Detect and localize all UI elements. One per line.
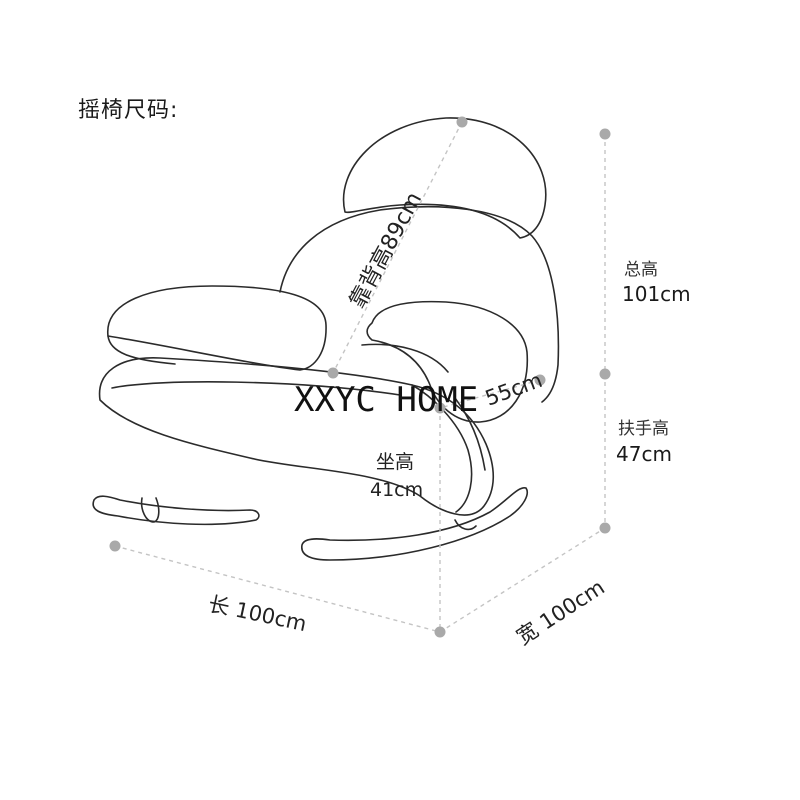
seat-front-outline bbox=[98, 357, 495, 516]
back-height-line bbox=[332, 121, 463, 374]
seat-height-value: 41cm bbox=[370, 479, 424, 501]
backrest-outline bbox=[279, 205, 560, 403]
right-armrest-inner bbox=[361, 343, 449, 373]
right-rocker-bracket bbox=[454, 519, 477, 531]
left-rocker-bracket bbox=[140, 497, 160, 523]
watermark: XXYC HOME bbox=[294, 380, 479, 420]
dot-length-start bbox=[109, 540, 121, 552]
length-line bbox=[114, 545, 441, 633]
seat-side-curve bbox=[411, 384, 473, 513]
dot-total-bottom bbox=[599, 522, 611, 534]
width-line bbox=[439, 527, 606, 633]
left-armrest-outline bbox=[107, 285, 327, 371]
dot-top-head bbox=[456, 116, 468, 128]
headrest-outline bbox=[342, 117, 547, 239]
total-height-label: 总高 bbox=[624, 260, 658, 280]
left-rocker bbox=[92, 495, 260, 526]
seat-depth-line bbox=[439, 379, 541, 409]
seat-height-label: 坐高 bbox=[376, 451, 415, 473]
left-armrest-underside bbox=[107, 335, 176, 365]
seat-side-fold bbox=[454, 397, 486, 471]
right-armrest-outline bbox=[366, 300, 529, 423]
dot-arm-level bbox=[599, 368, 611, 380]
dot-floor-front bbox=[434, 626, 446, 638]
total-height-value: 101cm bbox=[622, 282, 691, 306]
dot-seat-center bbox=[434, 402, 446, 414]
arm-height-label: 扶手高 bbox=[618, 419, 669, 439]
dot-seat-depth-end bbox=[534, 374, 546, 386]
arm-height-value: 47cm bbox=[616, 442, 672, 466]
right-rocker bbox=[301, 487, 528, 561]
dot-back-base bbox=[327, 367, 339, 379]
dot-total-top bbox=[599, 128, 611, 140]
seat-front-top-edge bbox=[111, 381, 401, 396]
page-title: 摇椅尺码: bbox=[78, 98, 179, 123]
